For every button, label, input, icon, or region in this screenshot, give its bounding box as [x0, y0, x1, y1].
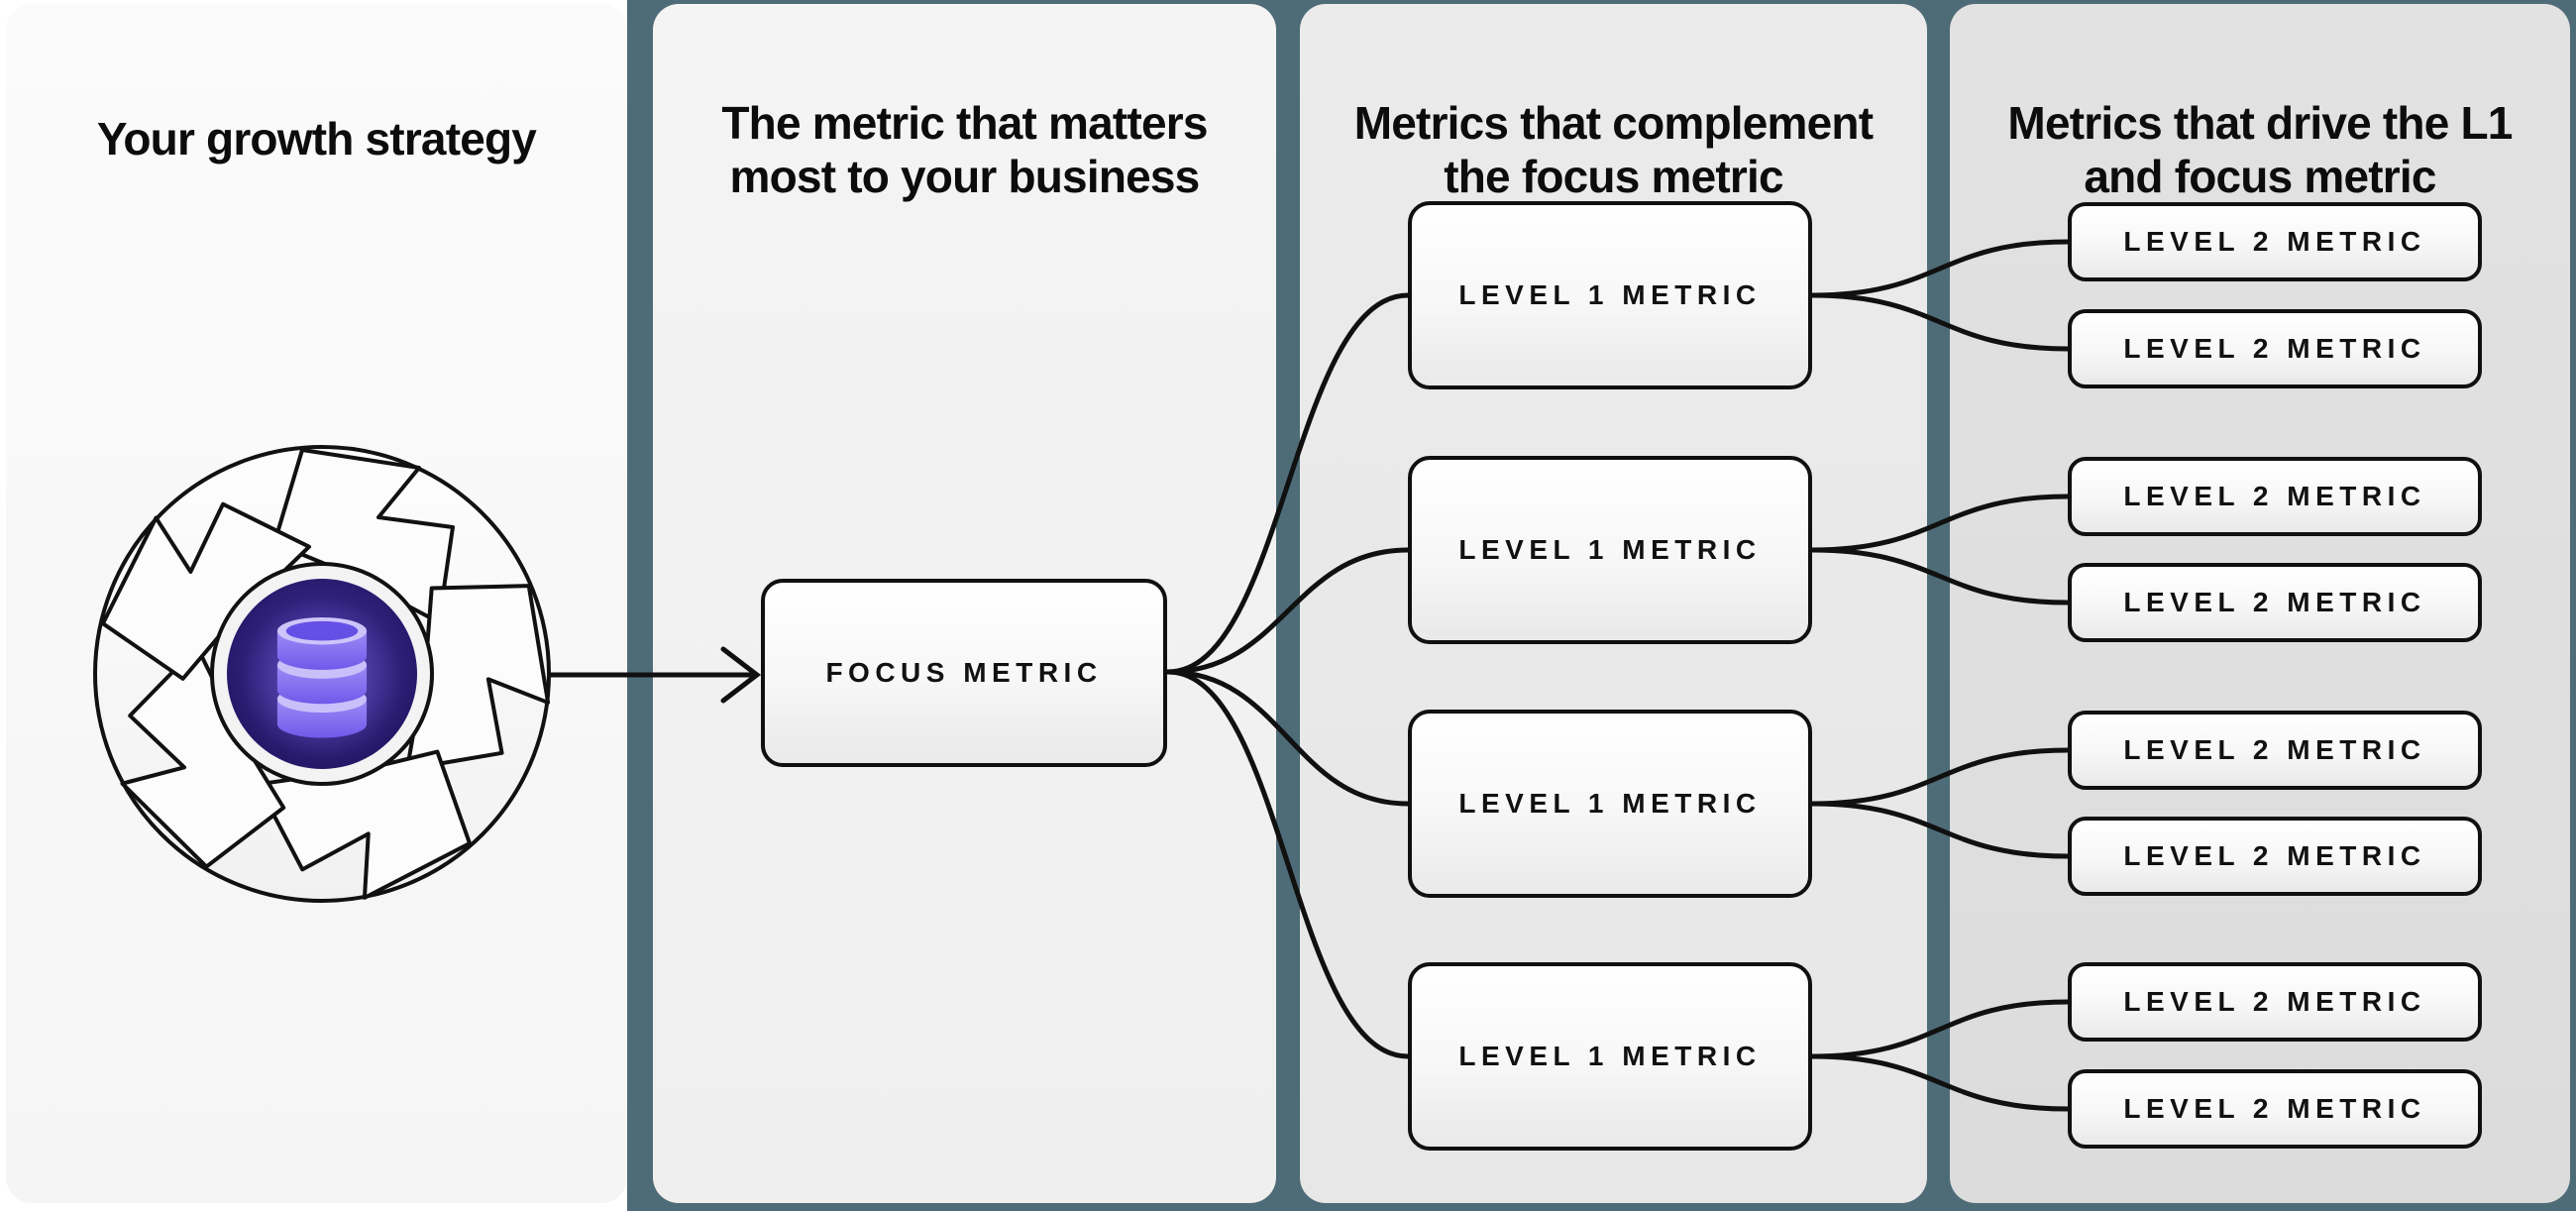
level2-metric-label: LEVEL 2 METRIC	[2123, 840, 2426, 871]
level2-metric-label: LEVEL 2 METRIC	[2123, 226, 2426, 257]
level1-metric-label: LEVEL 1 METRIC	[1458, 1041, 1762, 1071]
level2-metric-box-6: LEVEL 2 METRIC	[2068, 817, 2482, 896]
level1-metric-label: LEVEL 1 METRIC	[1458, 534, 1762, 565]
level2-metric-box-7: LEVEL 2 METRIC	[2068, 962, 2482, 1042]
panel-growth-strategy-header: Your growth strategy	[96, 113, 537, 165]
level2-metric-box-5: LEVEL 2 METRIC	[2068, 711, 2482, 790]
focus-metric-label: FOCUS METRIC	[825, 657, 1103, 688]
level2-metric-label: LEVEL 2 METRIC	[2123, 734, 2426, 765]
level2-metric-box-8: LEVEL 2 METRIC	[2068, 1069, 2482, 1149]
panel-level1-metrics-header: Metrics that complement the focus metric	[1353, 97, 1874, 202]
level2-metric-box-3: LEVEL 2 METRIC	[2068, 457, 2482, 536]
level2-metric-box-1: LEVEL 2 METRIC	[2068, 202, 2482, 281]
level2-metric-label: LEVEL 2 METRIC	[2123, 1093, 2426, 1124]
level1-metric-box-1: LEVEL 1 METRIC	[1408, 201, 1812, 389]
level2-metric-label: LEVEL 2 METRIC	[2123, 333, 2426, 364]
database-icon	[276, 617, 368, 738]
level1-metric-box-3: LEVEL 1 METRIC	[1408, 710, 1812, 898]
focus-metric-box: FOCUS METRIC	[761, 579, 1167, 767]
level2-metric-label: LEVEL 2 METRIC	[2123, 481, 2426, 511]
level2-metric-label: LEVEL 2 METRIC	[2123, 986, 2426, 1017]
growth-flywheel-icon	[93, 445, 551, 903]
flywheel-blades	[100, 448, 551, 900]
level1-metric-label: LEVEL 1 METRIC	[1458, 788, 1762, 819]
panel-level2-metrics-header: Metrics that drive the L1 and focus metr…	[2007, 97, 2513, 202]
arrow-right-icon	[548, 646, 762, 704]
level1-metric-label: LEVEL 1 METRIC	[1458, 279, 1762, 310]
panel-focus-metric-header: The metric that matters most to your bus…	[721, 97, 1208, 202]
level2-metric-label: LEVEL 2 METRIC	[2123, 587, 2426, 617]
level2-metric-box-2: LEVEL 2 METRIC	[2068, 309, 2482, 388]
level2-metric-box-4: LEVEL 2 METRIC	[2068, 563, 2482, 642]
level1-metric-box-4: LEVEL 1 METRIC	[1408, 962, 1812, 1151]
level1-metric-box-2: LEVEL 1 METRIC	[1408, 456, 1812, 644]
